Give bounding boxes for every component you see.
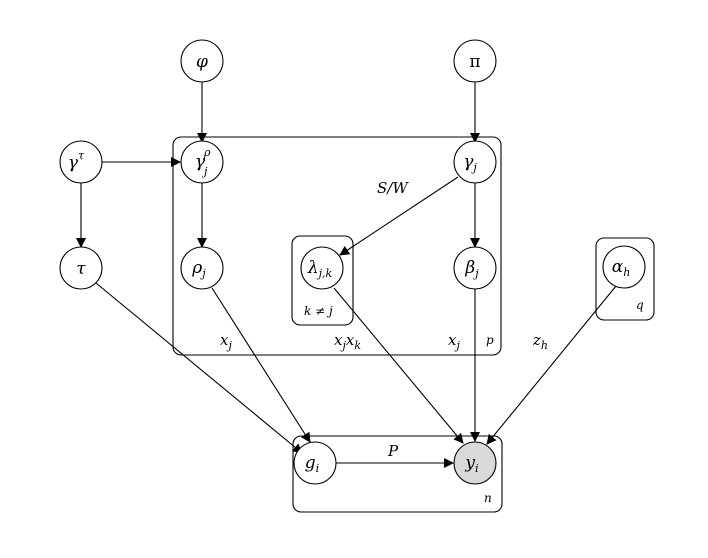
node-gamma-tau: γτ	[59, 140, 103, 184]
plate-k-neq-j-label: k ≠ j	[304, 304, 333, 318]
edge-gammaj-lambda	[339, 176, 459, 256]
plate-n-label: n	[484, 491, 492, 505]
svg-text:γj: γj	[463, 152, 477, 174]
svg-text:ρ: ρ	[203, 146, 211, 159]
edge-lambda-yi	[333, 287, 464, 444]
svg-text:γτ: γτ	[68, 149, 85, 173]
node-beta-j: βj	[453, 246, 497, 290]
svg-text:τ: τ	[76, 259, 86, 279]
node-gamma-j: γj	[453, 140, 497, 184]
plate-q-label: q	[636, 298, 644, 312]
edge-label-zh: zh	[532, 331, 548, 352]
svg-text:βj: βj	[464, 258, 479, 280]
node-gamma-rho-j: γ ρ j	[180, 140, 224, 184]
svg-text:ρj: ρj	[191, 258, 206, 280]
plate-n	[292, 435, 503, 513]
plate-p-label: p	[486, 333, 494, 347]
plate-k-neq-j	[291, 235, 354, 326]
plate-p	[172, 136, 502, 356]
edge-alpha-yi	[486, 285, 617, 445]
edge-label-xjxk: xjxk	[334, 331, 361, 352]
edge-tau-gi	[95, 282, 303, 454]
svg-text:yi: yi	[464, 453, 478, 475]
edge-label-p: P	[387, 442, 399, 460]
node-rho-j: ρj	[180, 246, 224, 290]
edge-rhoj-gi	[211, 287, 311, 443]
node-pi: π	[453, 39, 497, 83]
svg-text:gi: gi	[305, 453, 319, 475]
edge-label-sw: S/W	[377, 179, 409, 197]
svg-text:φ: φ	[196, 52, 208, 72]
plate-q	[595, 237, 655, 321]
node-alpha-h: αh	[602, 245, 646, 289]
svg-text:j: j	[201, 165, 208, 178]
node-varphi: φ	[180, 39, 224, 83]
edge-label-xj-right: xj	[448, 331, 460, 352]
node-tau: τ	[59, 246, 103, 290]
svg-text:αh: αh	[612, 257, 631, 279]
svg-text:π: π	[469, 52, 480, 72]
node-g-i: gi	[293, 441, 337, 485]
svg-text:λj,k: λj,k	[307, 258, 333, 280]
node-y-i-observed: yi	[453, 441, 497, 485]
edge-label-xj-left: xj	[220, 331, 232, 352]
svg-text:γ: γ	[195, 152, 206, 172]
node-lambda-jk: λj,k	[300, 246, 344, 290]
